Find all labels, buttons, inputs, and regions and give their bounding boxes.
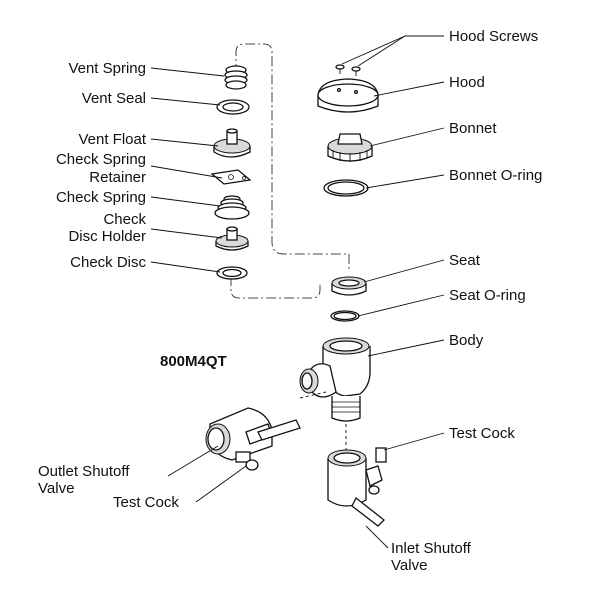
hood-screws-label: Hood Screws	[449, 28, 538, 45]
test-cock-right-label: Test Cock	[449, 425, 515, 442]
check-disc-holder-label-line2: Disc Holder	[68, 228, 146, 245]
check-spring-label: Check Spring	[56, 189, 146, 206]
leader-lines	[150, 35, 445, 549]
outlet-shutoff-valve-label-line1: Outlet Shutoff	[38, 463, 130, 480]
bonnet-part	[327, 133, 373, 162]
check-spring-retainer-part	[210, 169, 252, 185]
check-disc-label: Check Disc	[70, 254, 146, 271]
vent-seal-part	[216, 99, 250, 115]
seat-part	[331, 276, 367, 296]
body-label: Body	[449, 332, 484, 349]
inlet-shutoff-valve-label-line2: Valve	[391, 557, 427, 574]
check-disc-holder-label-line1: Check	[103, 211, 146, 228]
check-disc-part	[216, 266, 248, 280]
vent-spring-part	[224, 65, 248, 90]
bonnet-label: Bonnet	[449, 120, 497, 137]
vent-spring-label: Vent Spring	[68, 60, 146, 77]
seat-label: Seat	[449, 252, 481, 269]
inlet-shutoff-valve-label-line1: Inlet Shutoff	[391, 540, 472, 557]
outlet-shutoff-valve-label-line2: Valve	[38, 480, 74, 497]
check-disc-holder-part	[215, 226, 249, 251]
seat-oring-label: Seat O-ring	[449, 287, 526, 304]
check-spring-retainer-label-line2: Retainer	[89, 169, 146, 186]
bonnet-oring-part	[323, 179, 369, 197]
check-spring-retainer-label-line1: Check Spring	[56, 151, 146, 168]
inlet-shutoff-valve-part	[327, 447, 387, 527]
vent-float-label: Vent Float	[78, 131, 146, 148]
vent-seal-label: Vent Seal	[82, 90, 146, 107]
test-cock-left-label: Test Cock	[113, 494, 179, 511]
model-number: 800M4QT	[160, 353, 227, 370]
hood-screws-part	[335, 64, 361, 76]
seat-oring-part	[330, 310, 360, 322]
bonnet-oring-label: Bonnet O-ring	[449, 167, 542, 184]
check-spring-part	[214, 195, 250, 220]
outlet-shutoff-valve-part	[205, 407, 301, 471]
assembly-guide-lines	[230, 43, 350, 299]
body-part	[299, 337, 371, 422]
vent-float-part	[213, 128, 251, 158]
hood-part	[317, 78, 379, 113]
hood-label: Hood	[449, 74, 485, 91]
